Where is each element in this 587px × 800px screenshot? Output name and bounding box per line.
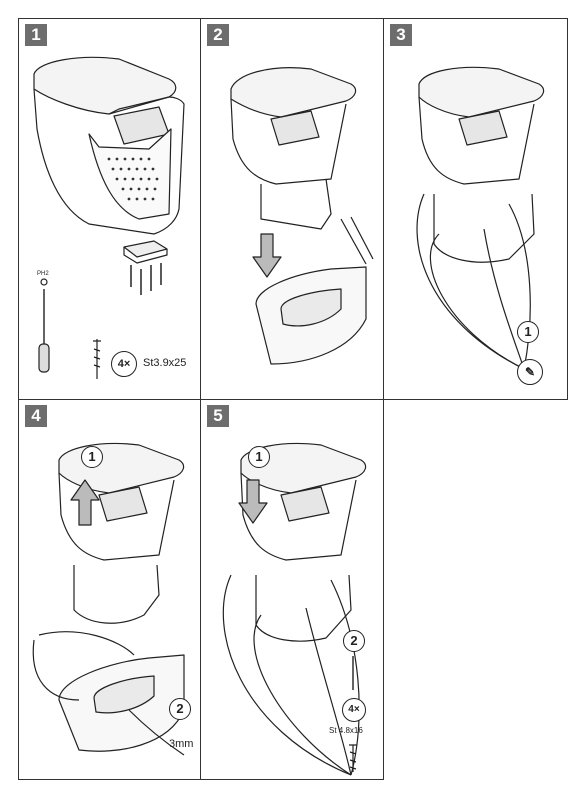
armrest-positioning-illustration bbox=[416, 66, 545, 370]
armrest-lowering-illustration bbox=[230, 67, 374, 365]
panel-step-1: 1 bbox=[18, 18, 201, 400]
pry-tool-icon: ✎ bbox=[517, 359, 543, 385]
screw-spec-label: St 4.8x16 bbox=[329, 726, 363, 735]
instruction-sheet: 1 bbox=[18, 18, 568, 780]
step-indicator-1: 1 bbox=[248, 446, 270, 468]
panel-step-3: 3 1 ✎ bbox=[383, 18, 568, 400]
armrest-lid-raise-illustration bbox=[32, 442, 185, 756]
armrest-exploded-illustration bbox=[33, 56, 185, 379]
panel-step-4: 4 1 2 3mm bbox=[18, 399, 201, 780]
panel-step-2: 2 bbox=[200, 18, 384, 400]
step-number-badge: 5 bbox=[207, 405, 229, 427]
step-indicator-1: 1 bbox=[81, 446, 103, 468]
screwdriver-type-label: PH2 bbox=[37, 271, 49, 277]
quantity-badge: 4× bbox=[111, 351, 137, 377]
step-number-badge: 4 bbox=[25, 405, 47, 427]
step-indicator-1: 1 bbox=[517, 321, 539, 343]
step-indicator-2: 2 bbox=[169, 698, 191, 720]
quantity-badge: 4× bbox=[342, 698, 366, 722]
panel-step-5: 5 1 2 4× St 4.8x16 bbox=[200, 399, 384, 780]
step-indicator-2: 2 bbox=[343, 630, 365, 652]
step-number-badge: 1 bbox=[25, 24, 47, 46]
screw-spec-label: St3.9x25 bbox=[143, 357, 187, 369]
armrest-fixing-illustration bbox=[222, 442, 367, 776]
hex-key-size-label: 3mm bbox=[169, 738, 194, 750]
step-number-badge: 2 bbox=[207, 24, 229, 46]
step-number-badge: 3 bbox=[390, 24, 412, 46]
